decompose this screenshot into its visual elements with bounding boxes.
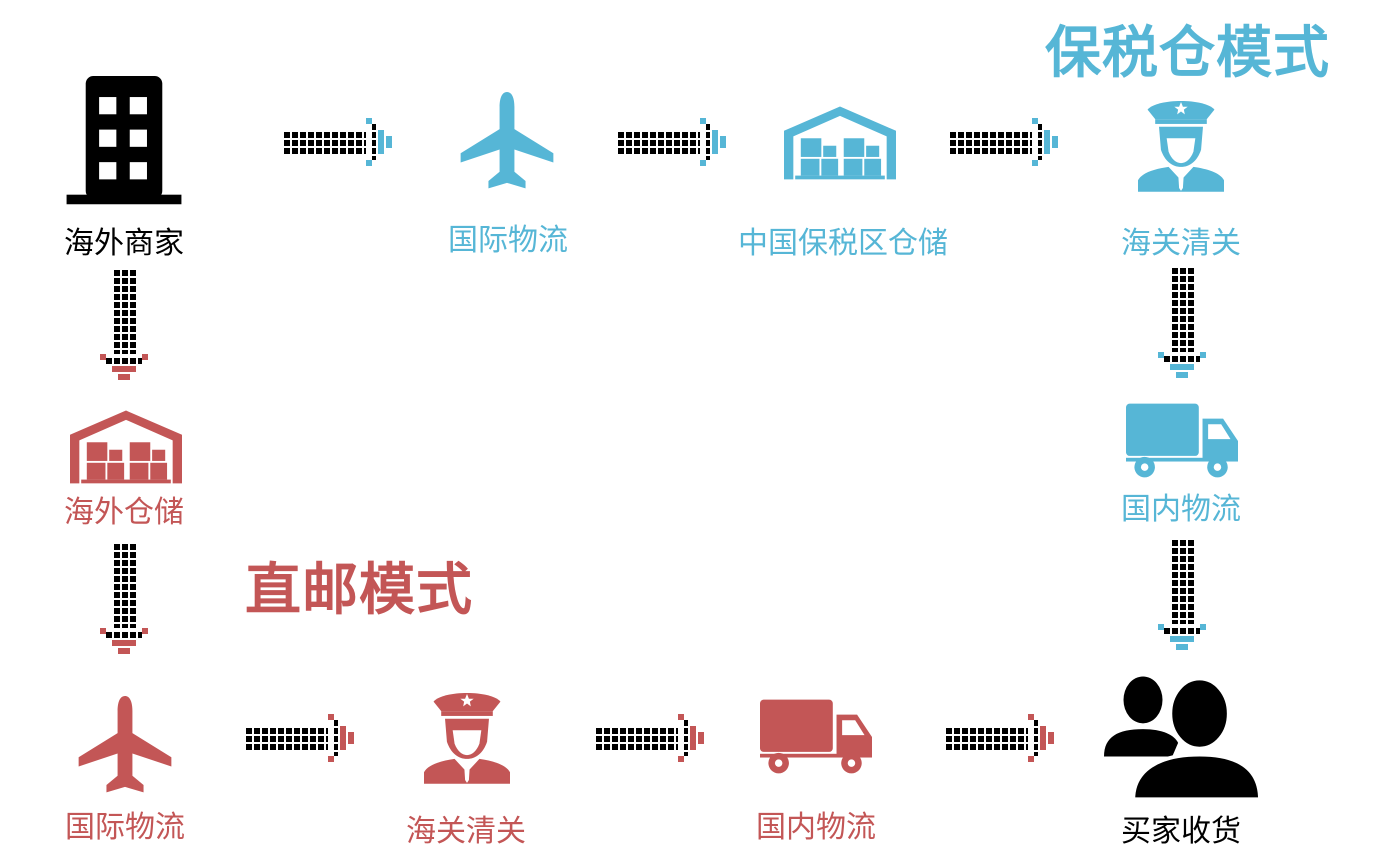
arrow-plane-to-warehouse	[618, 118, 726, 166]
arrow-warehouse-to-customs	[950, 118, 1058, 166]
warehouse-icon	[70, 408, 182, 484]
arrow-merchant-to-overseas-warehouse	[100, 270, 148, 380]
customs-officer-icon	[1138, 92, 1224, 196]
truck-icon	[760, 698, 872, 776]
truck-icon	[1126, 402, 1238, 480]
arrow-customs-to-truck	[1158, 268, 1206, 378]
customs-officer-icon	[424, 684, 510, 788]
merchant-label: 海外商家	[64, 226, 184, 261]
arrow-customs-to-truck	[596, 714, 704, 762]
people-icon	[1104, 672, 1260, 800]
bonded-warehouse-label: 中国保税区仓储	[738, 226, 948, 261]
direct-customs-label: 海关清关	[406, 814, 526, 849]
warehouse-icon	[784, 104, 896, 180]
bonded-customs-label: 海关清关	[1121, 226, 1241, 261]
arrow-truck-to-buyer	[946, 714, 1054, 762]
bonded-intl-logistics-label: 国际物流	[448, 223, 568, 258]
direct-mode-title: 直邮模式	[245, 558, 473, 623]
arrow-plane-to-customs	[246, 714, 354, 762]
bonded-mode-title: 保税仓模式	[1045, 21, 1330, 86]
bonded-domestic-logistics-label: 国内物流	[1121, 492, 1241, 527]
arrow-overseas-warehouse-to-plane	[100, 544, 148, 654]
direct-intl-logistics-label: 国际物流	[65, 810, 185, 845]
overseas-warehouse-label: 海外仓储	[64, 495, 184, 530]
airplane-icon	[460, 92, 554, 194]
arrow-merchant-to-plane	[284, 118, 392, 166]
arrow-truck-to-buyer	[1158, 540, 1206, 650]
building-icon	[58, 76, 190, 210]
buyer-label: 买家收货	[1121, 814, 1241, 849]
direct-domestic-logistics-label: 国内物流	[756, 810, 876, 845]
airplane-icon	[78, 696, 172, 798]
